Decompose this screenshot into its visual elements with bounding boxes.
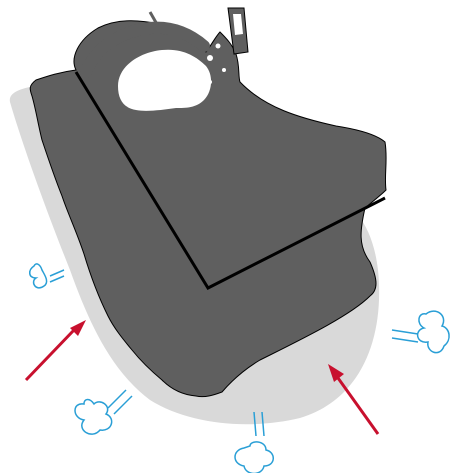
wind-arrow-icon bbox=[26, 320, 86, 380]
air-puff-icon bbox=[392, 311, 449, 353]
air-puff-icon bbox=[75, 390, 132, 434]
air-puff-icon bbox=[30, 264, 64, 288]
